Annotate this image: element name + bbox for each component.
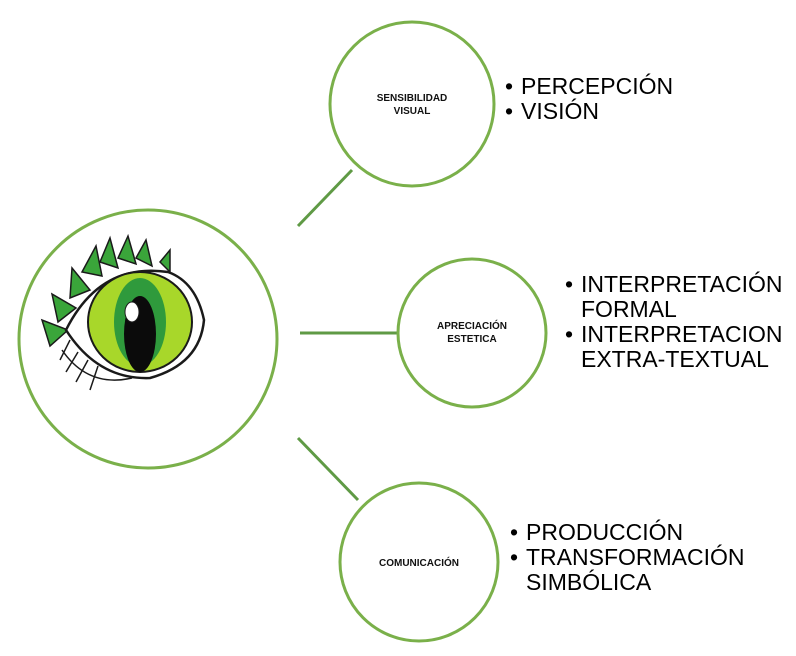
node-label-line: COMUNICACIÓN: [379, 558, 459, 569]
connector-comunicacion: [296, 436, 360, 502]
node-label-line: VISUAL: [393, 106, 431, 117]
bullet-item-text: PRODUCCIÓN: [526, 519, 684, 545]
bullet-item-text: FORMAL: [581, 296, 677, 322]
node-circle-comunicacion: [338, 481, 500, 643]
bullet-item: INTERPRETACIÓN FORMAL: [565, 272, 782, 322]
bullet-item-text: VISIÓN: [521, 98, 599, 124]
bullet-item: PRODUCCIÓN: [510, 519, 745, 546]
node-circle-apreciacion: [396, 257, 548, 409]
bullet-list-apreciacion: INTERPRETACIÓN FORMAL INTERPRETACION EXT…: [565, 272, 782, 372]
bullet-item-text: INTERPRETACIÓN: [581, 271, 783, 297]
node-label-sensibilidad: SENSIBILIDAD VISUAL: [362, 92, 462, 118]
bullet-item: VISIÓN: [505, 98, 673, 125]
bullet-item-text: EXTRA-TEXTUAL: [581, 346, 769, 372]
node-label-line: SENSIBILIDAD: [376, 93, 448, 104]
bullet-item-text: INTERPRETACION: [581, 321, 783, 347]
bullet-item-text: PERCEPCIÓN: [521, 73, 674, 99]
node-label-line: ESTETICA: [447, 334, 497, 345]
bullet-list-sensibilidad: PERCEPCIÓN VISIÓN: [505, 73, 674, 125]
bullet-list-comunicacion: PRODUCCIÓN TRANSFORMACIÓN SIMBÓLICA: [510, 520, 745, 595]
bullet-item-text: TRANSFORMACIÓN: [526, 544, 745, 570]
eye-icon: [40, 233, 206, 391]
connector-sensibilidad: [296, 168, 354, 228]
bullet-item: PERCEPCIÓN: [505, 73, 674, 100]
node-label-comunicacion: COMUNICACIÓN: [369, 557, 469, 570]
node-label-apreciacion: APRECIACIÓN ESTETICA: [422, 320, 522, 346]
bullet-item: INTERPRETACION EXTRA-TEXTUAL: [565, 322, 782, 372]
node-label-line: APRECIACIÓN: [436, 321, 507, 332]
bullet-item-text: SIMBÓLICA: [526, 569, 652, 595]
bullet-item: TRANSFORMACIÓN SIMBÓLICA: [510, 545, 745, 595]
node-circle-sensibilidad: [328, 20, 496, 188]
